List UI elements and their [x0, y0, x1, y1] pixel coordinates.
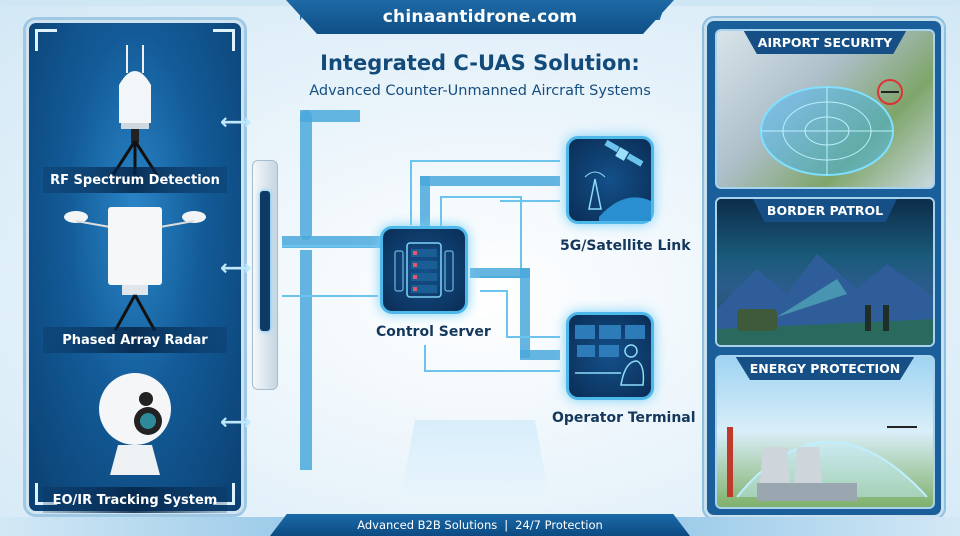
operator-terminal-node[interactable] [566, 312, 654, 400]
sensor-rf[interactable]: RF Spectrum Detection [29, 23, 241, 193]
title-main: Integrated C-UAS Solution: [320, 51, 640, 75]
rf-antenna-icon [111, 45, 159, 175]
ptz-camera-icon [99, 373, 171, 475]
scenario-airport[interactable]: AIRPORT SECURITY [715, 29, 935, 189]
satellite-link-node[interactable] [566, 136, 654, 224]
sensor-label: RF Spectrum Detection [43, 167, 227, 193]
drone-target-icon [877, 79, 903, 105]
footer-text: Advanced B2B Solutions [357, 518, 498, 532]
footer-banner: Advanced B2B Solutions | 24/7 Protection [270, 514, 690, 536]
hologram-platform [400, 420, 550, 500]
server-rack-icon [394, 242, 454, 298]
bidirectional-arrow-icon: ⟷ [220, 410, 252, 435]
sensor-radar[interactable]: Phased Array Radar [29, 193, 241, 353]
scenario-energy[interactable]: ENERGY PROTECTION [715, 355, 935, 509]
sensor-eoir[interactable]: EO/IR Tracking System [29, 353, 241, 517]
bidirectional-arrow-icon: ⟷ [220, 110, 252, 135]
bidirectional-arrow-icon: ⟷ [220, 256, 252, 281]
scenario-border[interactable]: BORDER PATROL [715, 197, 935, 347]
panel-corner [213, 29, 235, 51]
domain-text: chinaantidrone.com [382, 7, 578, 27]
sensors-panel: RF Spectrum Detection Phased Array Radar… [26, 20, 244, 514]
satellite-link-label: 5G/Satellite Link [560, 238, 691, 254]
scenario-label: AIRPORT SECURITY [743, 31, 907, 54]
sensor-label: Phased Array Radar [43, 327, 227, 353]
title-sub: Advanced Counter-Unmanned Aircraft Syste… [309, 83, 651, 99]
satellite-tower-icon [584, 139, 651, 221]
mountain-scene-icon [717, 254, 933, 345]
control-server-node[interactable] [380, 226, 468, 314]
footer-separator: | [504, 518, 509, 532]
operator-terminal-label: Operator Terminal [552, 410, 696, 426]
operator-console-icon [575, 325, 645, 386]
network-switch-device [252, 160, 278, 390]
page-title: Integrated C-UAS Solution: Advanced Coun… [300, 50, 660, 102]
radar-panel-icon [64, 207, 206, 331]
domain-banner[interactable]: chinaantidrone.com [286, 0, 674, 34]
scenario-label: ENERGY PROTECTION [735, 357, 915, 380]
footer-text-2: 24/7 Protection [515, 518, 603, 532]
radar-sweep-icon [760, 86, 894, 176]
sensor-label: EO/IR Tracking System [43, 487, 227, 513]
scenario-label: BORDER PATROL [752, 199, 898, 222]
panel-corner [35, 29, 57, 51]
scenarios-panel: AIRPORT SECURITY BORDER PATROL ENERGY PR… [704, 18, 944, 518]
power-plant-icon [727, 426, 928, 501]
control-server-label: Control Server [376, 324, 491, 340]
